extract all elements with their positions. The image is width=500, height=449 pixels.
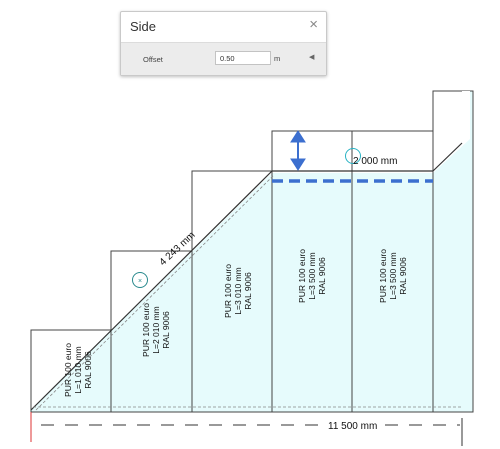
panel-header: Side × — [121, 12, 326, 41]
total-dimension-label: 11 500 mm — [328, 421, 377, 432]
panel-label-line: L=2 010 mm — [151, 306, 161, 354]
offset-arrow-icon[interactable] — [290, 130, 306, 171]
panel-label-line: PUR 100 euro — [141, 303, 151, 357]
svg-text:×: × — [138, 278, 142, 285]
panel-body: Offset m ◀ — [121, 42, 326, 75]
handle-icon[interactable] — [345, 148, 361, 164]
offset-input[interactable] — [215, 51, 271, 65]
panel-label-line: L=3 500 mm — [388, 252, 398, 300]
panel-label-line: L=3 010 mm — [233, 267, 243, 315]
panel-label-line: PUR 100 euro — [63, 343, 73, 397]
close-icon[interactable]: × — [309, 16, 318, 33]
wall-panel-4[interactable] — [271, 130, 353, 413]
panel-label-line: RAL 9006 — [243, 272, 253, 310]
panel-label-line: L=3 500 mm — [307, 252, 317, 300]
slope-line[interactable] — [30, 170, 273, 411]
panel-label-1: PUR 100 euroL=1 010 mmRAL 9006 — [63, 343, 93, 397]
slope-offset-dashed — [35, 174, 275, 411]
triangle-left-icon[interactable]: ◀ — [309, 54, 315, 61]
wall-panel-5[interactable] — [351, 130, 434, 413]
panel-label-line: PUR 100 euro — [223, 264, 233, 318]
panel-label-2: PUR 100 euroL=2 010 mmRAL 9006 — [141, 303, 171, 357]
total-dimension — [30, 412, 463, 446]
panel-label-line: RAL 9006 — [317, 257, 327, 295]
slope-line-right — [432, 142, 463, 172]
panel-label-line: PUR 100 euro — [378, 249, 388, 303]
offset-unit: m — [274, 54, 281, 63]
roof-slope — [30, 142, 463, 411]
handle-icon[interactable]: × — [132, 272, 148, 288]
side-properties-panel: Side × Offset m ◀ — [120, 11, 327, 76]
panel-label-3: PUR 100 euroL=3 010 mmRAL 9006 — [223, 264, 253, 318]
panel-label-4: PUR 100 euroL=3 500 mmRAL 9006 — [297, 249, 327, 303]
panel-label-line: PUR 100 euro — [297, 249, 307, 303]
panel-outlines — [30, 90, 462, 413]
offset-label: Offset — [143, 55, 163, 64]
panel-label-line: RAL 9006 — [83, 351, 93, 389]
panel-label-line: RAL 9006 — [161, 311, 171, 349]
panel-label-line: L=1 010 mm — [73, 346, 83, 394]
offset-dimension-label: 2 000 mm — [353, 156, 397, 167]
panel-title: Side — [130, 19, 157, 34]
panel-label-5: PUR 100 euroL=3 500 mmRAL 9006 — [378, 249, 408, 303]
panel-label-line: RAL 9006 — [398, 257, 408, 295]
